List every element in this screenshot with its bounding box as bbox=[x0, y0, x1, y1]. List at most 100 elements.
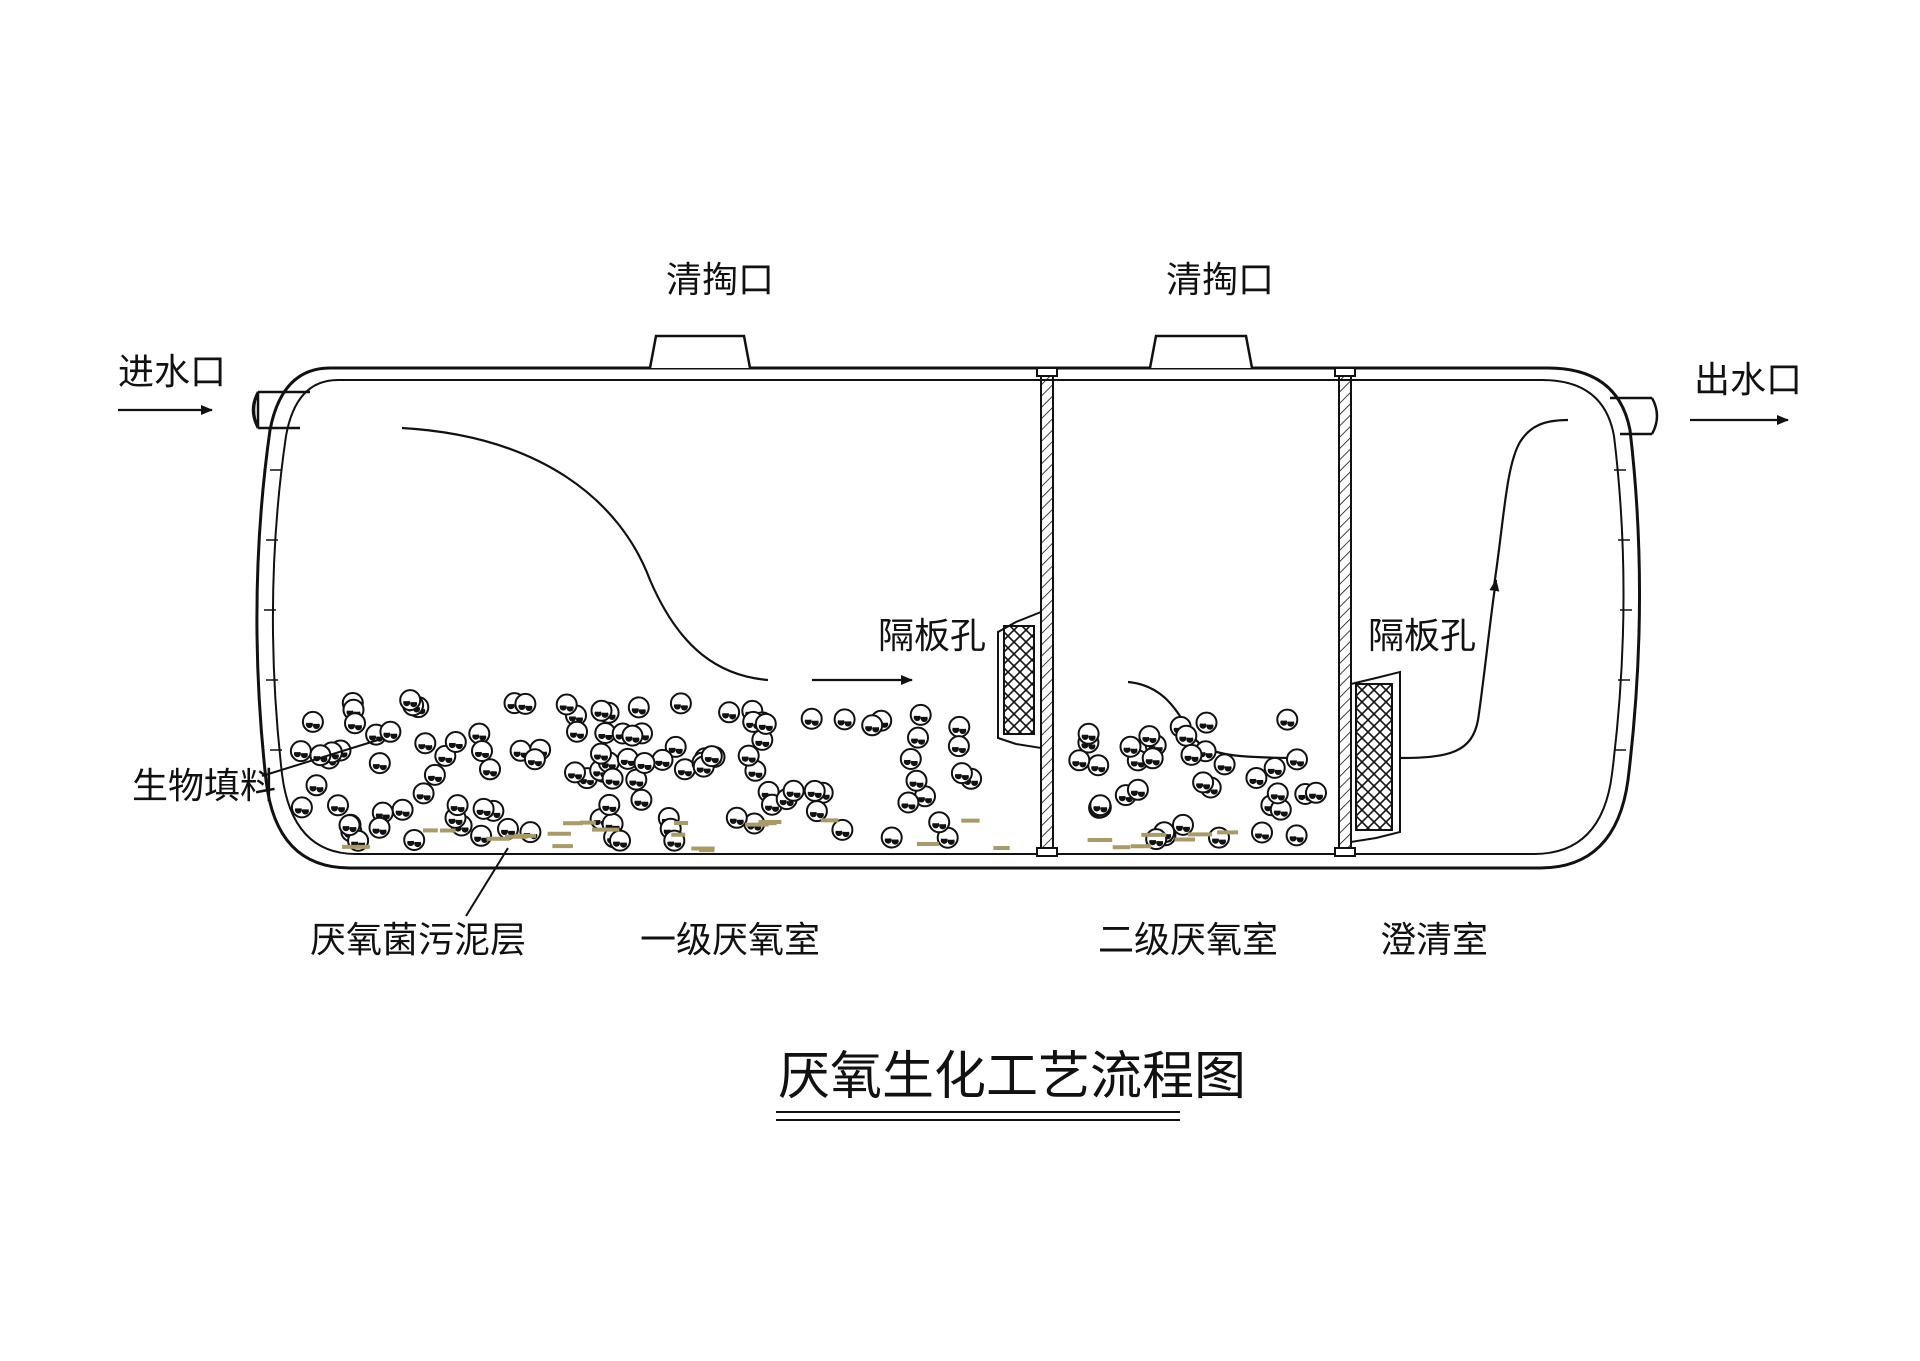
filler-sphere bbox=[290, 796, 313, 819]
bio-filler-spheres bbox=[289, 689, 1327, 852]
filler-sphere bbox=[601, 767, 624, 790]
filler-sphere bbox=[338, 814, 361, 837]
filler-sphere bbox=[523, 748, 546, 771]
filler-sphere bbox=[630, 788, 653, 811]
filler-sphere bbox=[1119, 735, 1142, 758]
cleanout-label-2: 清掏口 bbox=[1166, 260, 1274, 301]
sludge-layer-label: 厌氧菌污泥层 bbox=[310, 920, 526, 961]
filler-sphere bbox=[368, 752, 391, 775]
cleanout-port-1 bbox=[648, 334, 752, 369]
filler-sphere bbox=[344, 712, 366, 735]
filler-sphere bbox=[1180, 743, 1203, 766]
filler-sphere bbox=[909, 703, 932, 726]
filler-sphere bbox=[289, 740, 312, 763]
filler-sphere bbox=[1068, 749, 1091, 772]
filler-sphere bbox=[399, 689, 422, 712]
filler-sphere bbox=[1138, 725, 1161, 748]
sludge-leader bbox=[465, 847, 509, 917]
filler-sphere bbox=[423, 763, 446, 786]
baffle-hole-label-1: 隔板孔 bbox=[878, 616, 986, 657]
partition-wall-1 bbox=[1036, 367, 1058, 857]
inlet-label: 进水口 bbox=[118, 352, 226, 393]
filler-sphere bbox=[616, 747, 639, 770]
filler-sphere bbox=[800, 707, 823, 730]
filler-sphere bbox=[1263, 756, 1286, 779]
tank-inner-wall bbox=[271, 379, 1625, 855]
filler-sphere bbox=[718, 701, 741, 724]
filler-sphere bbox=[754, 712, 777, 735]
filler-sphere bbox=[1175, 724, 1198, 747]
filler-sphere bbox=[598, 793, 621, 816]
filler-sphere bbox=[305, 774, 328, 797]
baffle-filter-2 bbox=[1350, 670, 1401, 844]
flow-curve-outlet bbox=[1492, 418, 1569, 587]
outlet-pipe bbox=[1610, 396, 1659, 436]
flow-curve-1 bbox=[401, 426, 769, 682]
flow-arrows bbox=[118, 405, 1789, 763]
filler-sphere bbox=[950, 762, 973, 785]
filler-sphere bbox=[803, 779, 826, 802]
filler-sphere bbox=[833, 708, 856, 731]
filler-sphere bbox=[1087, 754, 1110, 777]
filler-sphere bbox=[379, 720, 402, 743]
wall-ticks bbox=[264, 469, 1632, 751]
filler-sphere bbox=[947, 735, 970, 758]
sludge-dashes bbox=[342, 818, 1239, 853]
bio-filler-label: 生物填料 bbox=[132, 766, 276, 807]
filler-sphere bbox=[861, 714, 884, 737]
filler-sphere bbox=[590, 742, 612, 765]
filler-sphere bbox=[1077, 722, 1100, 745]
filler-sphere bbox=[470, 824, 493, 847]
filler-sphere bbox=[1285, 824, 1308, 847]
bio-filler-leader bbox=[261, 739, 379, 777]
filler-sphere bbox=[1305, 781, 1327, 804]
inlet-pipe bbox=[251, 390, 310, 430]
filler-sphere bbox=[805, 800, 828, 823]
filler-sphere bbox=[1192, 771, 1215, 794]
filler-sphere bbox=[519, 821, 542, 844]
chamber-1-label: 一级厌氧室 bbox=[640, 920, 820, 961]
tank-body bbox=[255, 366, 1642, 870]
filler-sphere bbox=[403, 829, 426, 851]
filler-sphere bbox=[621, 724, 644, 747]
filler-sphere bbox=[1126, 778, 1149, 801]
outlet-label: 出水口 bbox=[1694, 360, 1802, 401]
filler-sphere bbox=[737, 744, 760, 767]
filler-sphere bbox=[897, 791, 920, 814]
filler-sphere bbox=[555, 693, 578, 716]
filler-sphere bbox=[831, 818, 854, 841]
clarifier-label: 澄清室 bbox=[1380, 920, 1488, 961]
filler-sphere bbox=[514, 692, 537, 715]
filler-sphere bbox=[479, 758, 501, 781]
filler-sphere bbox=[905, 769, 928, 792]
filler-sphere bbox=[948, 715, 971, 738]
filler-sphere bbox=[880, 826, 903, 849]
filler-sphere bbox=[412, 782, 435, 805]
filler-sphere bbox=[627, 696, 650, 719]
filler-sphere bbox=[899, 748, 922, 770]
filler-sphere bbox=[444, 731, 467, 753]
filler-sphere bbox=[391, 798, 414, 821]
filler-sphere bbox=[1089, 794, 1112, 817]
filler-sphere bbox=[651, 748, 674, 771]
filler-sphere bbox=[907, 726, 929, 749]
baffle-hole-label-2: 隔板孔 bbox=[1368, 616, 1476, 657]
filler-sphere bbox=[1213, 753, 1236, 776]
filler-sphere bbox=[1266, 782, 1289, 805]
cleanout-port-2 bbox=[1148, 334, 1254, 369]
filler-sphere bbox=[1286, 748, 1308, 771]
filler-sphere bbox=[725, 806, 748, 829]
filler-sphere bbox=[1141, 747, 1164, 770]
filler-sphere bbox=[472, 797, 495, 820]
filler-sphere bbox=[327, 794, 349, 817]
filler-sphere bbox=[1245, 767, 1268, 789]
filler-sphere bbox=[1251, 821, 1273, 844]
filler-sphere bbox=[566, 720, 588, 743]
filler-sphere bbox=[368, 816, 391, 839]
filler-sphere bbox=[1195, 711, 1218, 734]
filler-sphere bbox=[700, 745, 723, 768]
filler-sphere bbox=[936, 826, 959, 849]
filler-sphere bbox=[1276, 708, 1299, 731]
